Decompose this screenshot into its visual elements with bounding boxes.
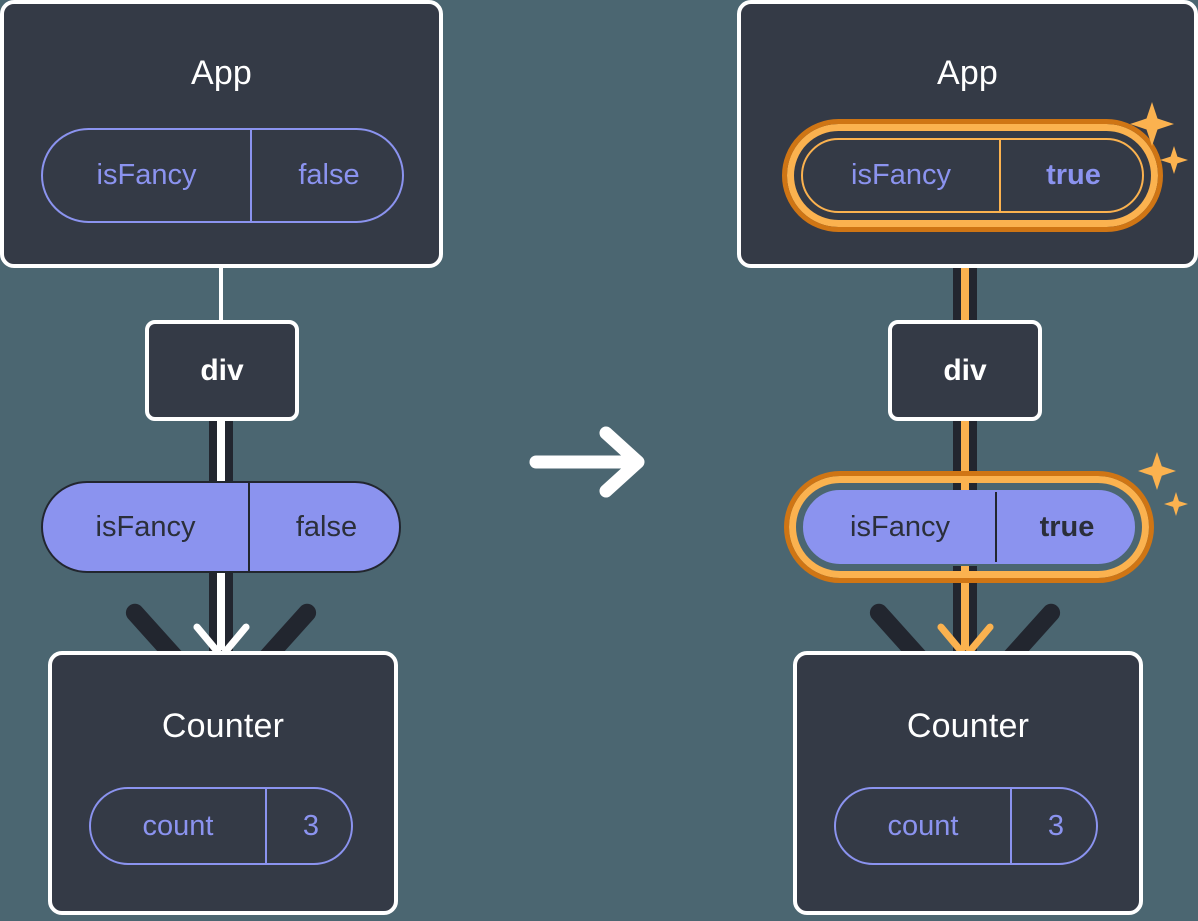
node-app-title-after: App: [936, 54, 999, 92]
edge-pill-to-counter-core-before: [217, 566, 225, 650]
pill-value-prop-after: true: [1039, 510, 1095, 543]
sparkle-group-prop-after: [1138, 452, 1188, 516]
node-counter-after[interactable]: Counter: [793, 651, 1143, 915]
pill-key-before: isFancy: [96, 159, 197, 191]
pill-key-count-before: count: [142, 809, 214, 842]
arrow-right-icon: [529, 426, 645, 498]
pill-count-after[interactable]: count 3: [834, 787, 1098, 865]
node-div-after[interactable]: div: [888, 320, 1042, 421]
sparkle-large-icon: [1138, 452, 1176, 490]
node-div-before[interactable]: div: [145, 320, 299, 421]
pill-key-prop-after: isFancy: [850, 510, 950, 543]
node-app-after[interactable]: App: [737, 0, 1198, 268]
pill-value-count-before: 3: [302, 809, 320, 842]
pill-divider: [995, 492, 997, 562]
pill-value-before: false: [298, 159, 360, 191]
pill-value-prop-before: false: [295, 510, 358, 543]
node-counter-title-before: Counter: [161, 707, 285, 745]
pill-divider: [265, 789, 267, 863]
node-app-title-before: App: [190, 54, 253, 92]
pill-value-after: true: [1046, 159, 1101, 191]
node-div-label-before: div: [200, 353, 244, 387]
pill-isfancy-app-after[interactable]: isFancy true: [801, 138, 1144, 213]
pill-count-before[interactable]: count 3: [89, 787, 353, 865]
node-counter-title-after: Counter: [906, 707, 1030, 745]
pill-key-after: isFancy: [851, 159, 951, 191]
pill-divider: [250, 130, 252, 221]
sparkle-small-icon: [1164, 492, 1188, 516]
pill-isfancy-app-before[interactable]: isFancy false: [41, 128, 404, 223]
edge-div-to-pill-core-before: [217, 418, 225, 490]
pill-isfancy-prop-before[interactable]: isFancy false: [41, 481, 401, 573]
pill-value-count-after: 3: [1047, 809, 1065, 842]
pill-isfancy-prop-after[interactable]: isFancy true: [803, 490, 1135, 564]
pill-divider: [1010, 789, 1012, 863]
pill-divider: [999, 140, 1001, 211]
pill-key-count-after: count: [887, 809, 959, 842]
pill-divider: [248, 483, 250, 571]
edge-div-to-pill-core-after: [961, 418, 969, 490]
node-counter-before[interactable]: Counter: [48, 651, 398, 915]
pill-key-prop-before: isFancy: [95, 510, 196, 543]
edge-app-to-div-before: [219, 264, 223, 324]
node-div-label-after: div: [943, 353, 987, 387]
edge-pill-to-counter-core-after: [961, 566, 969, 650]
